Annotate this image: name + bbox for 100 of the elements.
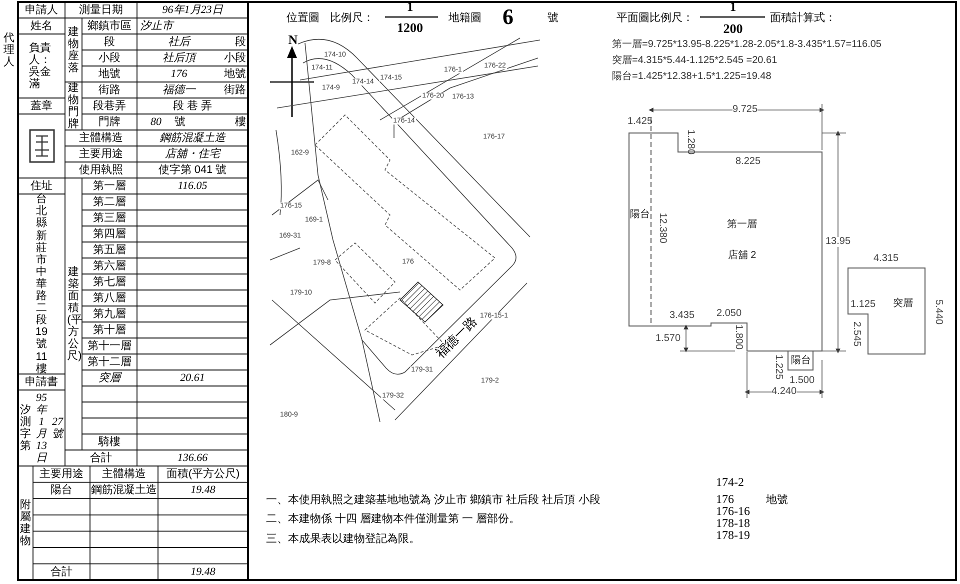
field-label: 測量日期 bbox=[79, 2, 123, 18]
field-label: 蓋章 bbox=[30, 98, 52, 114]
field-label: 主要用途 bbox=[40, 466, 84, 482]
field-value: 陽台 bbox=[50, 483, 72, 498]
handwritten-value: 店舖・住宅 bbox=[165, 146, 220, 162]
room-label: 陽台 bbox=[630, 210, 650, 220]
field-label: 鄉鎮市區 bbox=[88, 18, 132, 34]
field-label: 街路 bbox=[98, 82, 120, 98]
field-label: 汐測字第 bbox=[19, 404, 32, 452]
room-label: 店舖 2 bbox=[728, 251, 756, 261]
field-label: 第二層 bbox=[93, 194, 126, 210]
field-label: 主要用途 bbox=[79, 146, 123, 162]
field-unit: 小段 bbox=[224, 50, 246, 66]
heading-text: 號 bbox=[548, 10, 558, 26]
area-formula: 第一層=9.725*13.95-8.225*1.28-2.05*1.8-3.435*1.57=116.05 bbox=[612, 40, 882, 50]
dimension-label: 5.440 bbox=[933, 299, 943, 325]
handwritten-value: 80 bbox=[150, 114, 162, 130]
handwritten-value: 鋼筋混凝土造 bbox=[160, 130, 226, 146]
note-text: 二、本建物係 十四 層建物本件僅測量第 一 層部份。 bbox=[266, 512, 520, 527]
field-unit: 段 bbox=[235, 34, 246, 50]
road-name: 福德一路 bbox=[433, 314, 479, 360]
area-formula: 陽台=1.425*12.38+1.5*1.225=19.48 bbox=[612, 72, 772, 82]
field-label: 合計 bbox=[50, 564, 72, 580]
heading-text: 比例尺： bbox=[330, 10, 374, 26]
field-value: 使字第 041 號 bbox=[158, 162, 227, 178]
field-label: 使用執照 bbox=[79, 162, 123, 178]
room-label: 第一層 bbox=[727, 220, 757, 230]
handwritten-value: 116.05 bbox=[178, 178, 208, 194]
handwritten-value: 社后 bbox=[168, 34, 190, 50]
field-label: 第十二層 bbox=[88, 354, 132, 370]
handwritten-value: 27號 bbox=[51, 416, 64, 440]
dimension-label: 9.725 bbox=[732, 105, 758, 115]
field-label: 段巷弄 bbox=[93, 98, 126, 114]
dimension-label: 1.500 bbox=[789, 376, 815, 386]
handwritten-value: 社后頂 bbox=[162, 50, 196, 66]
applicant-name: 負責人：吳金滿 bbox=[28, 42, 52, 90]
note-text: 三、本成果表以建物登記為限。 bbox=[266, 532, 420, 547]
dimension-label: 1.225 bbox=[773, 354, 783, 380]
field-label: 小段 bbox=[98, 50, 120, 66]
note-text: 一、本使用執照之建築基地地號為 汐止市 鄉鎮市 社后段 社后頂 小段 bbox=[266, 492, 600, 508]
field-unit: 街路 bbox=[224, 82, 246, 98]
heading-text: 平面圖比例尺： bbox=[616, 10, 694, 26]
handwritten-value: 19.48 bbox=[190, 483, 216, 498]
field-label: 第一層 bbox=[93, 178, 126, 194]
field-label: 建物門牌 bbox=[67, 82, 79, 130]
heading-text: 地籍圖 bbox=[448, 10, 482, 26]
field-label: 建築面積(平方公尺) bbox=[67, 266, 80, 362]
scale-numerator: 1 bbox=[406, 0, 414, 13]
dimension-label: 2.050 bbox=[716, 309, 742, 319]
field-label: 段 bbox=[104, 34, 115, 50]
field-label: 住址 bbox=[30, 178, 52, 193]
heading-text: 位置圖 bbox=[286, 10, 320, 26]
field-label: 第八層 bbox=[93, 290, 126, 306]
field-label: 第六層 bbox=[93, 258, 126, 274]
field-label: 第三層 bbox=[93, 210, 126, 226]
field-label: 附屬建物 bbox=[19, 498, 32, 548]
lot-number: 178-19 bbox=[716, 529, 750, 541]
handwritten-value: 95年1月13日 bbox=[35, 392, 48, 464]
heading-text: 面積計算式： bbox=[770, 10, 836, 26]
dimension-label: 1.425 bbox=[627, 117, 653, 127]
lot-number: 176 bbox=[716, 493, 734, 505]
field-unit: 號 bbox=[174, 114, 186, 130]
field-unit: 樓 bbox=[235, 114, 246, 130]
dimension-label: 8.225 bbox=[735, 157, 761, 167]
field-label: 合計 bbox=[90, 450, 112, 466]
field-label: 主體構造 bbox=[79, 130, 123, 146]
field-label: 面積(平方公尺) bbox=[166, 466, 240, 482]
dimension-label: 4.240 bbox=[771, 387, 797, 397]
field-unit: 段 巷 弄 bbox=[172, 98, 212, 114]
dimension-label: 12.380 bbox=[657, 212, 667, 244]
scale-denominator: 200 bbox=[723, 22, 743, 35]
dimension-label: 3.435 bbox=[669, 311, 695, 321]
handwritten-value: 福德一 bbox=[162, 82, 196, 98]
dimension-label: 1.570 bbox=[655, 334, 681, 344]
dimension-label: 2.545 bbox=[851, 321, 861, 347]
handwritten-value: 19.48 bbox=[190, 564, 216, 580]
dimension-label: 4.315 bbox=[873, 254, 899, 264]
dimension-label: 13.95 bbox=[825, 237, 851, 247]
dimension-label: 1.280 bbox=[685, 129, 695, 155]
scale-numerator: 1 bbox=[730, 0, 736, 13]
dimension-label: 1.800 bbox=[733, 324, 743, 350]
field-label: 第四層 bbox=[93, 226, 126, 242]
area-formula: 突層=4.315*5.44-1.125*2.545 =20.61 bbox=[612, 56, 778, 66]
side-note: 代理人 bbox=[2, 32, 16, 68]
sheet-number: 6 bbox=[502, 6, 514, 28]
north-label: N bbox=[288, 32, 298, 46]
field-label: 第十一層 bbox=[88, 338, 132, 354]
lot-number: 178-18 bbox=[716, 517, 750, 529]
field-label: 第十層 bbox=[93, 322, 126, 338]
field-label: 主體構造 bbox=[102, 466, 146, 482]
scale-denominator: 1200 bbox=[397, 21, 423, 34]
lot-number: 174-2 bbox=[716, 476, 744, 488]
field-label: 第九層 bbox=[93, 306, 126, 322]
note-text: 地號 bbox=[766, 492, 788, 508]
lot-number: 176-16 bbox=[716, 505, 750, 517]
handwritten-value: 136.66 bbox=[177, 450, 208, 466]
field-label: 姓名 bbox=[30, 18, 52, 34]
handwritten-value: 汐止市 bbox=[140, 18, 173, 34]
field-label: 門牌 bbox=[98, 114, 120, 130]
handwritten-value: 20.61 bbox=[180, 370, 205, 386]
